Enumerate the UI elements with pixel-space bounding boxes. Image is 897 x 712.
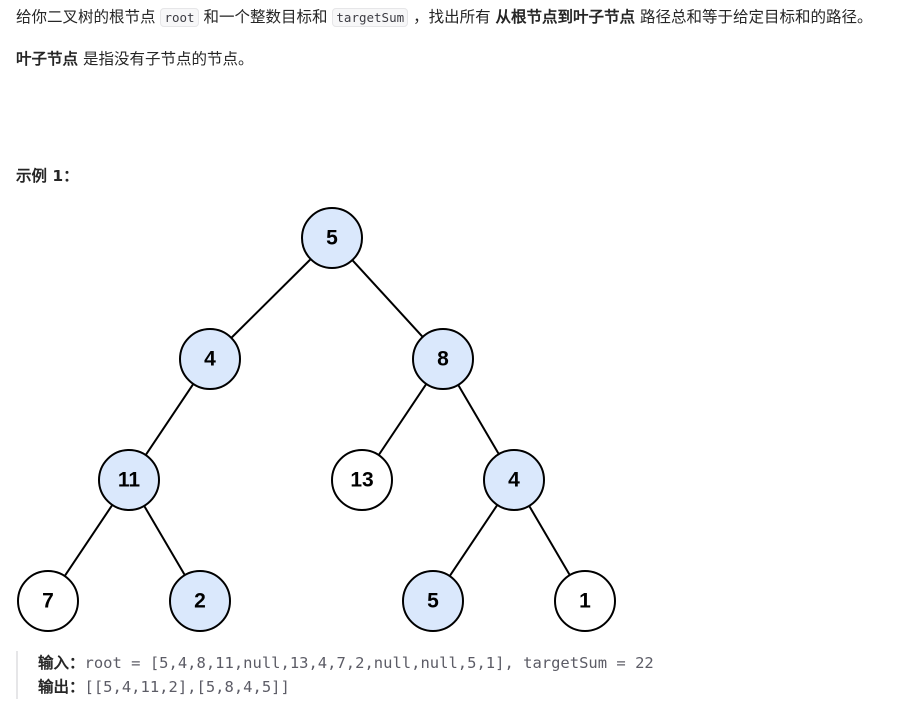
tree-node-n5b: 5 (402, 570, 464, 632)
tree-node-n2: 2 (169, 570, 231, 632)
tree-nodes: 5 4 8 11 13 4 7 2 5 1 (17, 207, 616, 632)
tree-node-circle (412, 328, 474, 390)
example-input-line: 输入：root = [5,4,8,11,null,13,4,7,2,null,n… (38, 651, 654, 675)
tree-node-circle (98, 449, 160, 511)
description-text: 给你二叉树的根节点 (16, 8, 161, 26)
emphasis-root-to-leaf: 从根节点到叶子节点 (495, 8, 636, 26)
tree-edge-n11-n7 (63, 504, 114, 577)
tree-node-circle (331, 449, 393, 511)
tree-edge-n4a-n11 (144, 383, 195, 456)
description-text: 和一个整数目标和 (198, 8, 333, 26)
tree-node-circle (483, 449, 545, 511)
tree-node-label: 5 (326, 227, 338, 250)
description-text: 路径总和等于给定目标和的路径。 (635, 8, 873, 26)
tree-node-n11: 11 (98, 449, 160, 511)
tree-node-label: 13 (350, 469, 373, 492)
output-value: [[5,4,11,2],[5,8,4,5]] (84, 678, 290, 696)
tree-node-label: 8 (437, 348, 449, 371)
binary-tree-diagram: 5 4 8 11 13 4 7 2 5 1 (17, 207, 616, 632)
tree-node-label: 4 (204, 348, 216, 371)
tree-edge-n8-n13 (377, 383, 428, 456)
tree-node-n13: 13 (331, 449, 393, 511)
output-label: 输出： (38, 678, 85, 696)
tree-node-n4b: 4 (483, 449, 545, 511)
tree-node-circle (402, 570, 464, 632)
tree-node-label: 11 (118, 469, 141, 492)
tree-node-n4a: 4 (179, 328, 241, 390)
tree-node-circle (169, 570, 231, 632)
problem-description: 给你二叉树的根节点 root 和一个整数目标和 targetSum ，找出所有 … (16, 0, 894, 31)
tree-edge-n5a-n4a (230, 258, 312, 339)
code-targetsum: targetSum (332, 8, 409, 27)
example-output-line: 输出：[[5,4,11,2],[5,8,4,5]] (38, 675, 654, 699)
tree-edges (63, 258, 571, 577)
input-value: root = [5,4,8,11,null,13,4,7,2,null,null… (84, 654, 654, 672)
tree-edge-n4b-n5b (448, 504, 499, 577)
tree-node-label: 5 (427, 590, 439, 613)
tree-node-circle (179, 328, 241, 390)
tree-node-label: 1 (579, 590, 591, 613)
tree-node-circle (554, 570, 616, 632)
description-text: ，找出所有 (408, 8, 496, 26)
leaf-definition: 叶子节点 是指没有子节点的节点。 (16, 46, 894, 72)
input-label: 输入： (38, 654, 85, 672)
tree-node-label: 7 (42, 590, 54, 613)
tree-node-n8: 8 (412, 328, 474, 390)
tree-node-circle (301, 207, 363, 269)
tree-edge-n11-n2 (143, 505, 186, 576)
problem-content: 给你二叉树的根节点 root 和一个整数目标和 targetSum ，找出所有 … (16, 0, 894, 699)
tree-node-n1: 1 (554, 570, 616, 632)
tree-edge-n8-n4b (457, 384, 500, 455)
tree-node-n7: 7 (17, 570, 79, 632)
tree-node-label: 4 (508, 469, 520, 492)
leaf-definition-text: 是指没有子节点的节点。 (78, 50, 254, 68)
tree-node-label: 2 (194, 590, 206, 613)
tree-edge-n4b-n1 (528, 505, 571, 576)
example-title: 示例 1： (16, 167, 79, 185)
example-io-block: 输入：root = [5,4,8,11,null,13,4,7,2,null,n… (16, 651, 654, 699)
tree-node-circle (17, 570, 79, 632)
code-root: root (160, 8, 199, 27)
emphasis-leaf-node: 叶子节点 (16, 50, 79, 68)
tree-edge-n5a-n8 (351, 259, 424, 338)
tree-node-n5a: 5 (301, 207, 363, 269)
